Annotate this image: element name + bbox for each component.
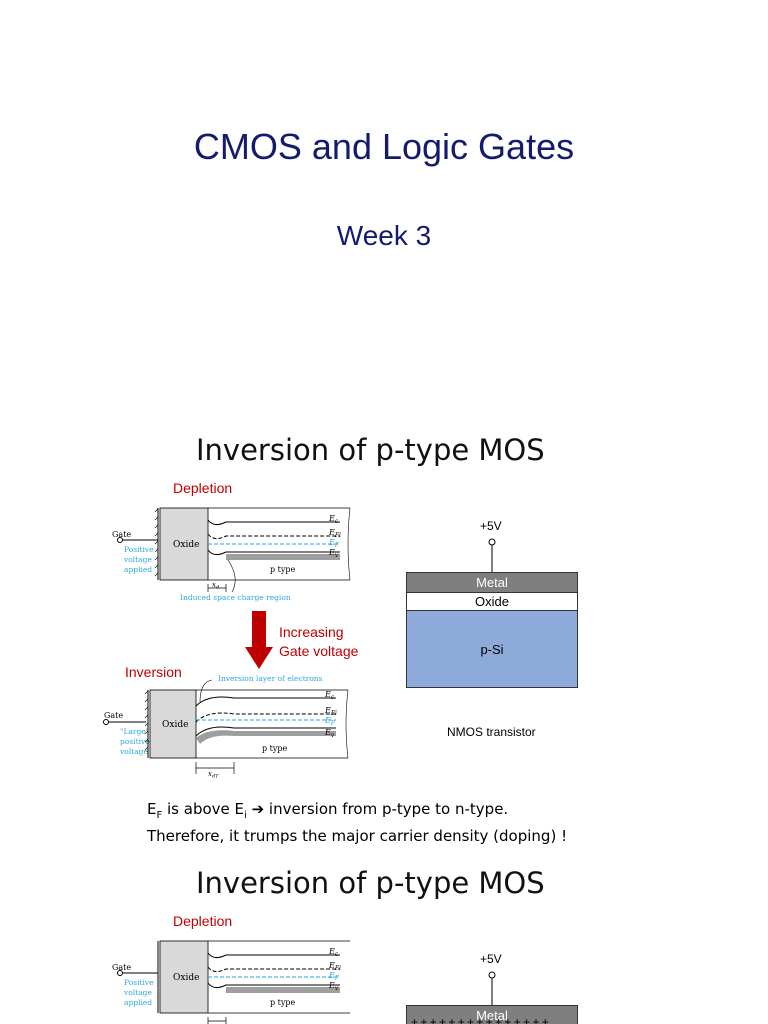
svg-text:"Large": "Large" <box>120 727 149 736</box>
svg-text:Ev: Ev <box>328 981 339 992</box>
svg-text:Inversion layer of electrons: Inversion layer of electrons <box>218 674 323 683</box>
svg-text:p type: p type <box>270 565 296 574</box>
svg-text:voltage: voltage <box>123 988 152 997</box>
down-arrow-icon <box>245 611 273 669</box>
positive-charges: + + + + + + + + + + + + + + + <box>411 1015 549 1024</box>
nmos-caption: NMOS transistor <box>447 725 536 739</box>
oxide-layer: Oxide <box>406 592 578 611</box>
inversion-band-diagram: Inversion layer of electrons Gate "Large… <box>103 674 349 780</box>
svg-text:Gate: Gate <box>112 963 131 972</box>
svg-text:EFi: EFi <box>324 706 337 717</box>
presentation-subtitle: Week 3 <box>336 220 432 251</box>
gate-terminal-icon-2 <box>488 971 496 1007</box>
svg-text:Oxide: Oxide <box>173 973 199 983</box>
svg-text:Ev: Ev <box>328 548 339 559</box>
svg-text:Positive: Positive <box>124 978 154 987</box>
svg-text:EFi: EFi <box>328 528 341 539</box>
svg-text:Induced space charge region: Induced space charge region <box>180 593 291 602</box>
svg-text:EFi: EFi <box>328 961 341 972</box>
note-line-2: Therefore, it trumps the major carrier d… <box>147 827 568 845</box>
inversion-note: EF is above Ei ➔ inversion from p-type t… <box>147 799 567 846</box>
svg-text:p type: p type <box>270 998 296 1007</box>
metal-layer-2: Metal + + + + + + + + + + + + + + + <box>406 1005 578 1024</box>
svg-text:xd: xd <box>212 581 219 591</box>
presentation-title: CMOS and Logic Gates <box>193 126 575 167</box>
note-line-1-text: EF is above Ei ➔ inversion from p-type t… <box>147 800 509 821</box>
svg-text:Positive: Positive <box>124 545 154 554</box>
svg-text:Gate: Gate <box>104 711 123 720</box>
svg-text:Ec: Ec <box>328 514 339 525</box>
svg-text:EF: EF <box>324 716 336 727</box>
gate-voltage-label: +5V <box>480 519 502 533</box>
p-si-substrate: p-Si <box>406 610 578 688</box>
svg-text:Ec: Ec <box>324 690 335 701</box>
slide-title: Inversion of p-type MOS <box>196 433 545 467</box>
svg-text:EF: EF <box>328 971 340 982</box>
svg-text:positive: positive <box>120 737 150 746</box>
svg-text:Oxide: Oxide <box>162 720 188 730</box>
depletion-label-2: Depletion <box>173 913 233 929</box>
svg-text:Ec: Ec <box>328 947 339 958</box>
svg-text:Oxide: Oxide <box>173 540 199 550</box>
svg-text:voltage: voltage <box>123 555 152 564</box>
svg-text:EF: EF <box>328 538 340 549</box>
svg-text:voltage: voltage <box>119 747 148 756</box>
inversion-label: Inversion <box>125 664 182 680</box>
depletion-band-diagram-2: Gate Positive voltage applied Oxide p ty… <box>112 940 350 1024</box>
svg-text:p type: p type <box>262 744 288 753</box>
increasing-gate-voltage-label: Increasing Gate voltage <box>279 624 359 659</box>
gate-terminal-icon <box>488 538 496 574</box>
depletion-label: Depletion <box>173 480 233 496</box>
svg-text:applied: applied <box>124 998 152 1007</box>
svg-text:applied: applied <box>124 565 152 574</box>
svg-text:xdT: xdT <box>208 770 219 780</box>
note-line-1: EF is above Ei ➔ inversion from p-type t… <box>147 799 567 826</box>
slide-title-2: Inversion of p-type MOS <box>196 866 545 900</box>
gate-voltage-label-2: +5V <box>480 952 502 966</box>
gate-label: Gate <box>112 530 131 539</box>
depletion-band-diagram: Gate Positive voltage applied Oxide p ty… <box>112 507 351 602</box>
svg-text:Ev: Ev <box>324 728 335 739</box>
metal-layer: Metal <box>406 572 578 593</box>
